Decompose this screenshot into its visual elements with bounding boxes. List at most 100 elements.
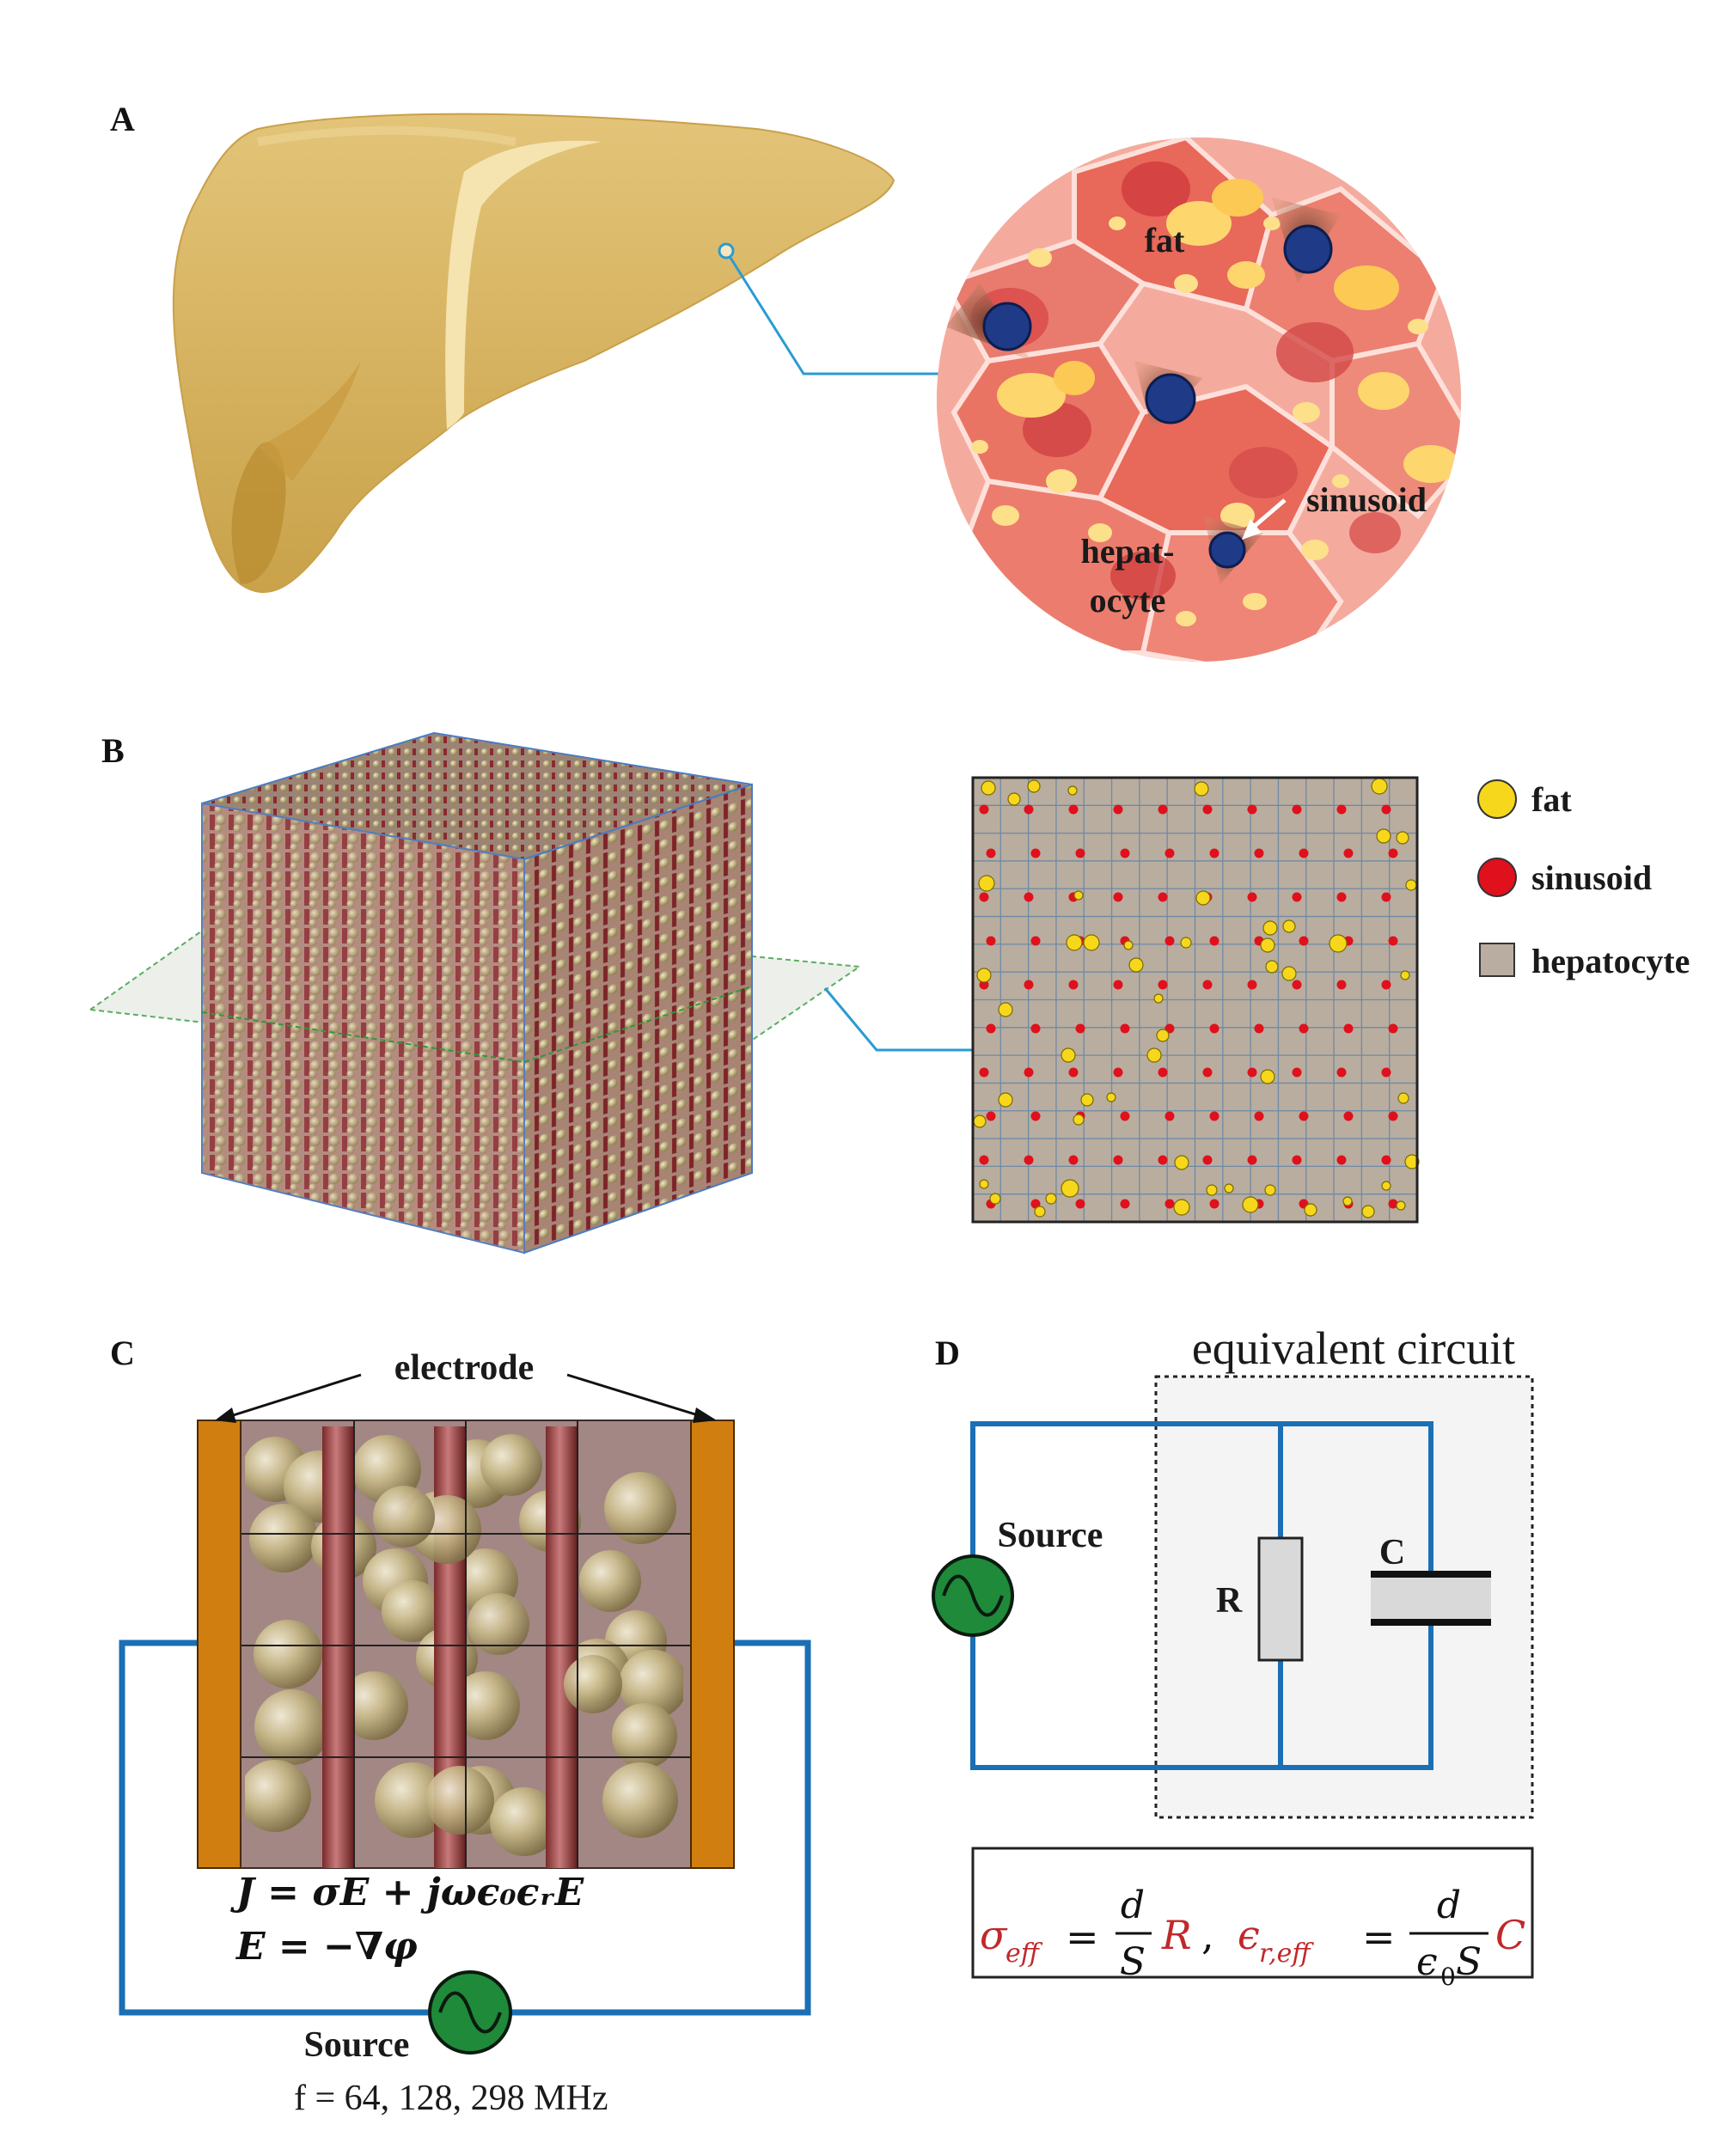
sinusoid-dot	[1030, 936, 1041, 946]
sinusoid-dot	[986, 1023, 996, 1034]
fat-label: fat	[1145, 221, 1185, 260]
sinusoid-dot	[1164, 1111, 1175, 1121]
fat-sphere	[480, 1434, 542, 1496]
fat-dot	[1396, 1200, 1406, 1211]
formula-r: R	[1161, 1912, 1192, 1958]
fat-dot	[1067, 785, 1078, 796]
sinusoid-dot	[1247, 980, 1257, 990]
sinusoid-dot	[1292, 1067, 1302, 1078]
sinusoid-dot	[1209, 1023, 1219, 1034]
fat-sphere	[579, 1550, 641, 1612]
capacitor-label: C	[1379, 1533, 1405, 1572]
eps-eff-subscript: r,eff	[1259, 1939, 1314, 1969]
effective-parameters-formula: σ eff = d S R , ϵ r,eff = d ϵ 0 S C	[971, 1847, 1534, 1991]
fat-dot	[998, 1002, 1013, 1017]
sinusoid-dot	[1202, 980, 1213, 990]
sinusoid-dot	[979, 1155, 989, 1165]
sinusoid-dot	[1388, 936, 1398, 946]
sinusoid-dot	[1336, 1067, 1347, 1078]
sinusoid-dot	[1068, 980, 1079, 990]
sinusoid-dot	[1030, 1199, 1041, 1209]
legend-fat-swatch	[1477, 779, 1517, 819]
fat-dot	[1397, 1092, 1409, 1104]
frequency-label: f = 64, 128, 298 MHz	[294, 2079, 608, 2118]
sinusoid-dot	[1024, 1067, 1034, 1078]
fat-sphere	[249, 1504, 318, 1572]
fat-dot	[976, 968, 992, 983]
fat-dot	[1304, 1203, 1317, 1217]
sinusoid-dot	[1068, 1067, 1079, 1078]
sinusoid-dot	[1164, 848, 1175, 858]
sinusoid-dot	[1381, 804, 1391, 815]
fat-dot	[1106, 1092, 1116, 1102]
capacitor-icon	[1371, 1574, 1491, 1622]
sinusoid-dot	[1336, 804, 1347, 815]
fat-dot	[1361, 1205, 1375, 1218]
fat-dot	[1080, 1093, 1094, 1107]
sinusoid-dot	[1381, 980, 1391, 990]
sinusoid-dot	[1075, 848, 1085, 858]
fat-dot	[1262, 920, 1278, 936]
fat-dot	[1400, 970, 1410, 980]
source-label-d: Source	[998, 1516, 1103, 1555]
cross-section-grid	[971, 776, 1420, 1224]
fat-dot	[1045, 1193, 1057, 1205]
sinusoid-dot	[1202, 804, 1213, 815]
resistor-icon	[1257, 1536, 1304, 1662]
sinusoid-dot	[1292, 892, 1302, 902]
sinusoid-dot	[1120, 1023, 1130, 1034]
fat-dot	[1282, 919, 1296, 933]
sinusoid-dot	[1292, 804, 1302, 815]
legend-hepatocyte-swatch	[1479, 943, 1515, 977]
sinusoid-dot	[1388, 1111, 1398, 1121]
tissue-cube-3d	[88, 731, 973, 1255]
equivalent-circuit-title: equivalent circuit	[1192, 1322, 1515, 1374]
sinusoid-dot	[1024, 980, 1034, 990]
fat-sphere	[451, 1671, 520, 1740]
fat-sphere	[490, 1787, 559, 1856]
fat-dot	[979, 1179, 989, 1189]
sinusoid-dot	[1075, 1023, 1085, 1034]
fat-dot	[1007, 792, 1021, 806]
fat-sphere	[339, 1671, 408, 1740]
sinusoid-dot	[1254, 848, 1264, 858]
fat-dot	[1180, 937, 1192, 949]
sinusoid-dot	[1299, 848, 1309, 858]
electrode-label: electrode	[394, 1348, 534, 1388]
fat-dot	[1061, 1047, 1076, 1063]
fat-dot	[1329, 934, 1348, 953]
fat-dot	[989, 1193, 1001, 1205]
fraction1-denominator: S	[1120, 1940, 1146, 1984]
fat-sphere	[604, 1472, 676, 1544]
fat-sphere	[373, 1486, 435, 1548]
fat-dot	[1376, 828, 1391, 844]
panel-b-legend: fat sinusoid hepatocyte	[1477, 779, 1690, 980]
sinusoid-dot	[1164, 936, 1175, 946]
fat-dot	[1156, 1029, 1170, 1042]
fat-sphere	[468, 1593, 529, 1655]
sinusoid-dot	[1254, 1023, 1264, 1034]
source-label-c: Source	[304, 2025, 410, 2065]
sinusoid-dot	[1343, 848, 1354, 858]
sinusoid-dot	[1299, 1023, 1309, 1034]
fat-sphere	[254, 1689, 330, 1765]
fat-dot	[1265, 960, 1279, 974]
legend-fat-label: fat	[1531, 780, 1572, 819]
sinusoid-dot	[1209, 848, 1219, 858]
formula-c: C	[1495, 1912, 1525, 1958]
panel-d-circuit: equivalent circuit Source R C	[932, 1322, 1534, 1819]
sinusoid-dot	[1247, 804, 1257, 815]
sinusoid-dot	[1030, 848, 1041, 858]
fat-dot	[1264, 1184, 1276, 1196]
sinusoid-dot	[1247, 892, 1257, 902]
panel-c-letter: C	[110, 1334, 135, 1372]
fat-dot	[1206, 1184, 1218, 1196]
electrode-left	[197, 1420, 241, 1869]
panel-d-letter: D	[935, 1334, 960, 1372]
fat-dot	[1153, 993, 1164, 1004]
fat-dot	[1034, 1206, 1046, 1218]
fat-dot	[1027, 779, 1041, 793]
fat-dot	[1066, 934, 1083, 951]
sinusoid-dot	[1336, 980, 1347, 990]
